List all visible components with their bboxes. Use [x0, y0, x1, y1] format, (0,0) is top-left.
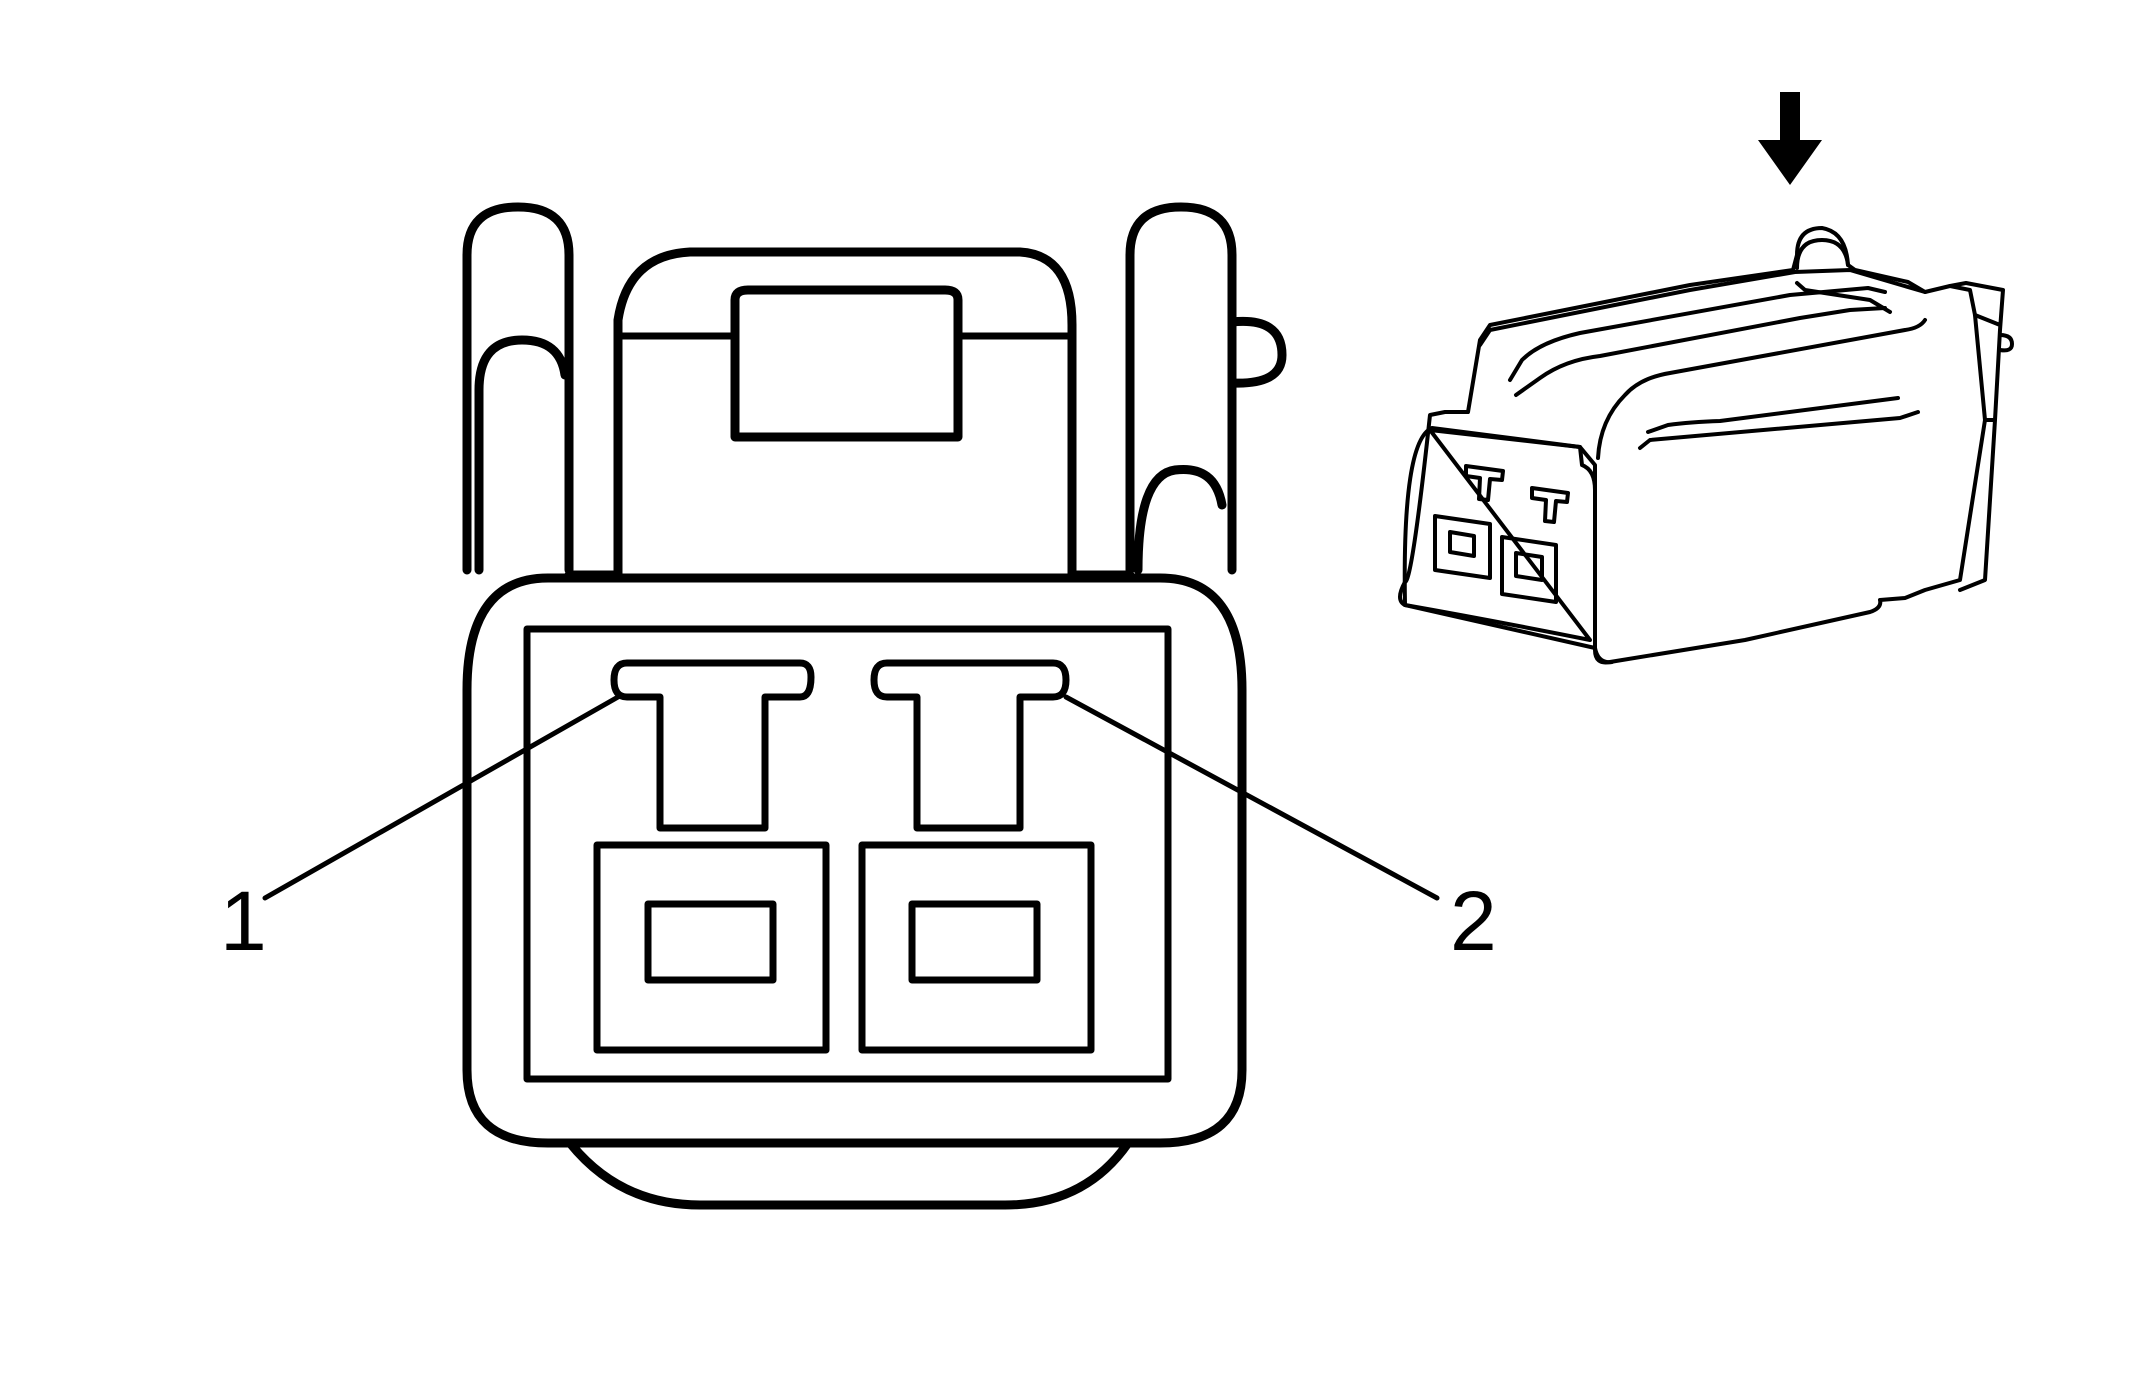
- left-latch-inner: [474, 335, 570, 575]
- perspective-terminal-1-latch: [1464, 464, 1505, 502]
- perspective-latch-hump: [1795, 238, 1850, 270]
- perspective-terminal-2-contact: [1514, 551, 1544, 582]
- leader-line-2: [1063, 694, 1440, 901]
- leader-line-1: [262, 694, 621, 901]
- perspective-terminal-1-cavity: [1433, 514, 1492, 580]
- left-latch-outer: [462, 202, 574, 575]
- perspective-top-ridge-1: [1478, 268, 1927, 347]
- callout-2: 2: [1450, 874, 1497, 968]
- terminal-1-cavity: [593, 841, 830, 1054]
- right-latch-inner: [1133, 464, 1227, 575]
- perspective-terminal-2-cavity: [1500, 535, 1558, 604]
- perspective-side-tab: [1948, 281, 2005, 592]
- top-hood: [613, 247, 1077, 580]
- terminal-2: [858, 659, 1095, 1054]
- locking-tab: [730, 285, 963, 442]
- terminal-1: [593, 659, 830, 1054]
- perspective-slot-line: [1638, 396, 1920, 450]
- bottom-lip: [565, 1138, 1133, 1210]
- perspective-latch-rail: [1795, 281, 1892, 314]
- perspective-bottom-edge: [1403, 603, 1614, 665]
- terminal-1-contact: [644, 900, 777, 984]
- callout-1: 1: [220, 874, 267, 968]
- perspective-terminal-1-contact: [1448, 530, 1476, 558]
- side-hook: [1227, 316, 1287, 388]
- terminal-1-latch: [610, 659, 815, 832]
- perspective-side-hook: [1998, 333, 2014, 353]
- perspective-face-edge: [1402, 426, 1597, 607]
- perspective-terminal-1: [1433, 464, 1505, 580]
- perspective-terminal-2-latch: [1530, 486, 1570, 524]
- perspective-top-ridge-4: [1514, 306, 1887, 397]
- perspective-terminal-2: [1500, 486, 1570, 604]
- terminal-2-cavity: [858, 841, 1095, 1054]
- terminal-2-latch: [870, 659, 1070, 832]
- perspective-top-ridge-2: [1508, 286, 1887, 382]
- perspective-top-ridge-3: [1596, 318, 1927, 460]
- terminal-2-contact: [908, 900, 1041, 984]
- connector-body: [462, 573, 1247, 1148]
- connector-face-view: 1 2: [220, 202, 1497, 1210]
- arrow-down-icon: [1758, 92, 1822, 185]
- connector-perspective-view: [1398, 92, 2014, 665]
- perspective-front-face: [1398, 226, 1987, 665]
- right-latch-outer: [1125, 202, 1237, 575]
- face-frame: [523, 625, 1172, 1083]
